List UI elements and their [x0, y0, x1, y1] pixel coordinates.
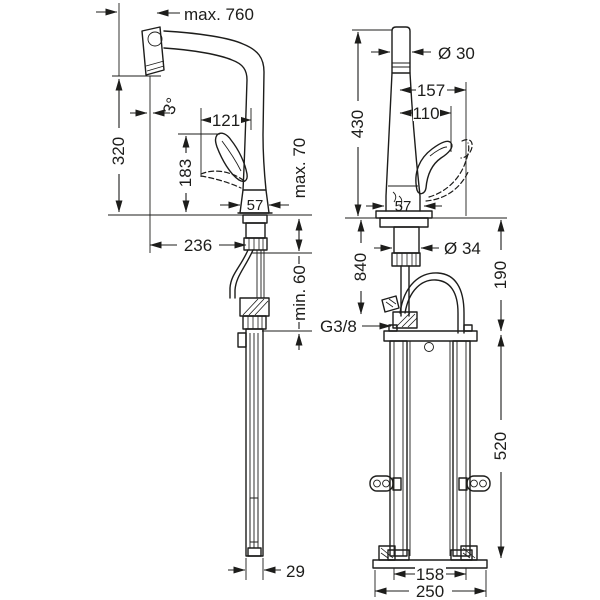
dim-lever-110: 110 — [399, 104, 452, 152]
dim-hose-29: 29 — [228, 558, 305, 581]
dim-reach-236: 236 — [149, 236, 247, 255]
dim-height-430: 430 — [348, 31, 367, 217]
dim-320-label: 320 — [109, 137, 128, 165]
dim-250-label: 250 — [416, 582, 444, 600]
dim-plate-250: 250 — [374, 570, 487, 600]
side-faucet-outline — [375, 26, 473, 228]
dim-520-label: 520 — [491, 432, 510, 460]
front-faucet-outline — [141, 26, 273, 224]
dim-29-label: 29 — [286, 562, 305, 581]
mounting-box — [369, 324, 491, 569]
mounting-bracket-left — [369, 475, 402, 492]
front-view: max. 760 320 3° 121 183 max. 70 — [96, 3, 312, 581]
dim-max760-label: max. 760 — [184, 5, 254, 24]
dim-angle-label: 3° — [159, 95, 182, 117]
dim-158-label: 158 — [416, 565, 444, 584]
front-hose-assembly — [229, 222, 270, 557]
dim-thread-g38: G3/8 — [320, 317, 392, 336]
dim-190-label: 190 — [491, 261, 510, 289]
dim-pullout-max: max. 760 — [96, 5, 254, 24]
dim-spout-dia-30: Ø 30 — [371, 44, 475, 63]
dim-hose-840: 840 — [351, 219, 370, 315]
dim-box-158: 158 — [393, 565, 467, 584]
dim-box-520: 520 — [491, 334, 510, 559]
dim-height-320: 320 — [109, 78, 128, 213]
dim-236-label: 236 — [184, 236, 212, 255]
dim-handle-reach-121: 121 — [200, 108, 252, 177]
dim-shank-dia-34: Ø 34 — [374, 239, 481, 258]
dim-lever-157: 157 — [399, 81, 467, 216]
dim-under-deck-190: 190 — [491, 219, 510, 332]
front-reference-lines — [108, 3, 312, 332]
dim-deck-max-70: max. 70 — [290, 138, 309, 252]
dim-max70-label: max. 70 — [290, 138, 309, 198]
dim-121-label: 121 — [212, 111, 240, 130]
dim-430-label: 430 — [348, 110, 367, 138]
side-view: 430 Ø 30 157 110 57 Ø 34 — [320, 26, 510, 600]
dim-min60-label: min. 60 — [290, 265, 309, 321]
dim-g38-label: G3/8 — [320, 317, 357, 336]
dim-handle-height-183: 183 — [176, 133, 220, 213]
dim-base-57-front: 57 — [220, 197, 289, 214]
dim-base-57-side: 57 — [366, 198, 442, 215]
dim-57-front-label: 57 — [247, 197, 264, 214]
dim-angle-3deg: 3° — [130, 95, 183, 117]
dim-57-side-label: 57 — [395, 198, 412, 215]
dim-157-label: 157 — [417, 81, 445, 100]
dim-840-label: 840 — [351, 253, 370, 281]
side-shank-assembly — [381, 226, 465, 334]
dim-dia30-label: Ø 30 — [438, 44, 475, 63]
dim-183-label: 183 — [176, 159, 195, 187]
dim-110-label: 110 — [412, 104, 439, 123]
dim-clearance-min-60: min. 60 — [290, 256, 309, 350]
dim-dia34-label: Ø 34 — [444, 239, 481, 258]
mounting-bracket-right — [458, 475, 491, 492]
